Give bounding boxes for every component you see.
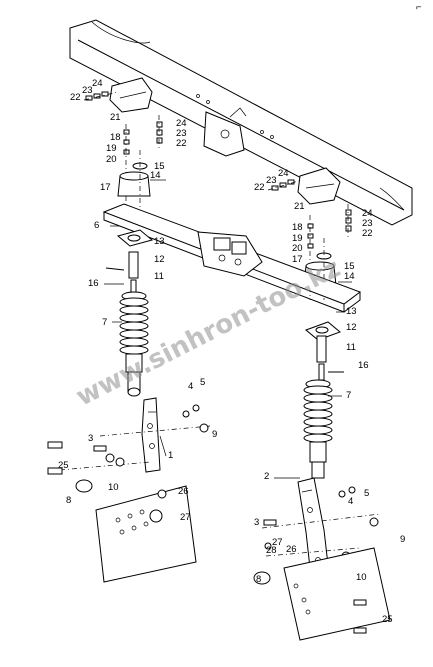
callout: 14 xyxy=(150,170,161,181)
callout: 15 xyxy=(154,161,165,172)
callout: 16 xyxy=(358,360,369,371)
left-bolt-stack-lower xyxy=(156,115,163,150)
callout: 27 xyxy=(180,512,191,523)
callout: 21 xyxy=(294,201,305,212)
callout: 12 xyxy=(154,254,165,265)
callout: 17 xyxy=(100,182,111,193)
callout: 22 xyxy=(254,182,265,193)
callout: 23 xyxy=(266,175,277,186)
callout: 9 xyxy=(400,534,405,545)
left-stud-group xyxy=(117,124,151,212)
callout: 3 xyxy=(88,433,93,444)
callout: 12 xyxy=(346,322,357,333)
callout: 26 xyxy=(178,486,189,497)
callout: 15 xyxy=(344,261,355,272)
callout: 28 xyxy=(266,545,277,556)
corner-mark: ⌐ xyxy=(416,2,422,13)
callout: 23 xyxy=(82,85,93,96)
callout: 7 xyxy=(102,317,107,328)
left-rail-bracket xyxy=(109,77,153,113)
cross-member xyxy=(102,203,362,313)
callout: 18 xyxy=(110,132,121,143)
callout: 11 xyxy=(154,271,164,282)
callout: 10 xyxy=(108,482,119,493)
callout: 25 xyxy=(382,614,393,625)
callout: 19 xyxy=(292,233,303,244)
callout: 3 xyxy=(254,517,259,528)
right-plate xyxy=(283,547,391,641)
right-rail-bracket xyxy=(297,167,341,205)
callout: 23 xyxy=(176,128,187,139)
callout: 17 xyxy=(292,254,303,265)
callout: 11 xyxy=(346,342,356,353)
callout: 2 xyxy=(264,471,269,482)
left-bolt-stack-upper xyxy=(83,91,119,101)
callout: 14 xyxy=(344,271,355,282)
callout: 24 xyxy=(176,118,187,129)
right-bolt-stack-lower xyxy=(345,204,352,240)
callout: 22 xyxy=(362,228,373,239)
left-lower-bracket xyxy=(47,397,211,493)
right-bolt-stack-upper xyxy=(267,179,303,191)
callout: 13 xyxy=(154,236,165,247)
callout: 10 xyxy=(356,572,367,583)
callout: 5 xyxy=(200,377,205,388)
callout: 13 xyxy=(346,306,357,317)
callout: 21 xyxy=(110,112,121,123)
left-callouts: 24 23 22 21 24 23 22 18 19 20 15 14 17 6… xyxy=(58,78,217,523)
right-callouts: 24 23 22 21 24 23 22 18 19 20 15 14 17 1… xyxy=(254,168,405,625)
callout: 22 xyxy=(70,92,81,103)
right-coil-spring xyxy=(303,385,333,443)
left-plate xyxy=(95,485,197,583)
callout: 27 xyxy=(272,537,283,548)
callout: 24 xyxy=(92,78,103,89)
callout: 8 xyxy=(66,495,71,506)
callout: 16 xyxy=(88,278,99,289)
callout: 23 xyxy=(362,218,373,229)
callout: 22 xyxy=(176,138,187,149)
callout: 24 xyxy=(362,208,373,219)
callout: 18 xyxy=(292,222,303,233)
callout: 20 xyxy=(106,154,117,165)
callout: 6 xyxy=(94,220,99,231)
callout: 9 xyxy=(212,429,217,440)
callout: 19 xyxy=(106,143,117,154)
callout: 7 xyxy=(346,390,351,401)
left-coil-spring xyxy=(119,297,149,355)
callout: 25 xyxy=(58,460,69,471)
callout: 1 xyxy=(168,450,173,461)
callout: 24 xyxy=(278,168,289,179)
right-spring-strut xyxy=(303,321,344,479)
callout: 4 xyxy=(188,381,193,392)
callout: 8 xyxy=(256,574,261,585)
callout: 26 xyxy=(286,544,297,555)
callout: 4 xyxy=(348,496,353,507)
left-spring-strut xyxy=(105,229,154,397)
leader-lines xyxy=(104,179,352,479)
callout: 5 xyxy=(364,488,369,499)
callout: 20 xyxy=(292,243,303,254)
